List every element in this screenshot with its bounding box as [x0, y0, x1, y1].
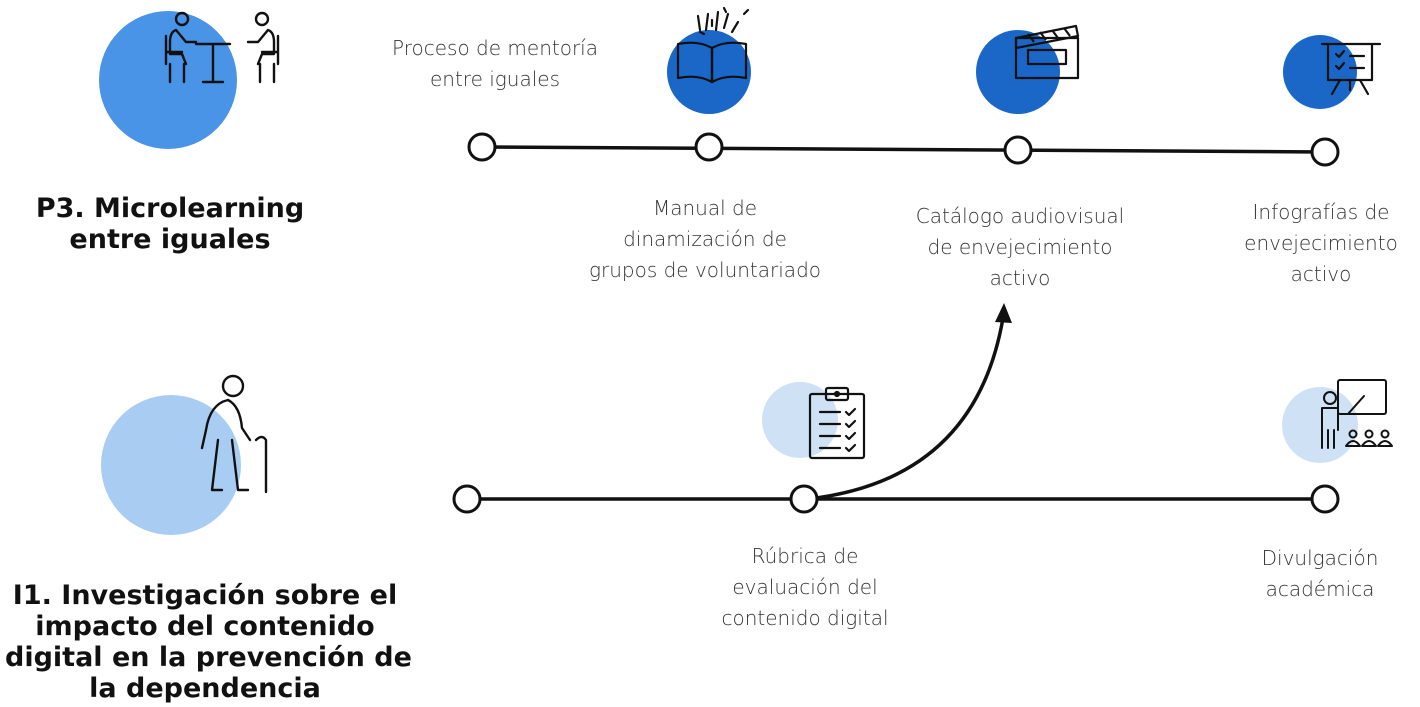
presentation-board-icon	[1320, 42, 1382, 96]
label-line: grupos de voluntariado	[588, 258, 821, 282]
label-line: activo	[989, 266, 1051, 290]
top-node-1	[467, 132, 497, 162]
label-line: Divulgación	[1261, 546, 1379, 570]
peer-mentoring-icon	[164, 11, 280, 84]
label-line: Rúbrica de	[751, 544, 859, 568]
top-m2-icon-circle	[667, 30, 751, 114]
top-node-2	[694, 132, 724, 162]
i1-project-badge	[101, 374, 268, 535]
label-line: de envejecimiento	[927, 235, 1113, 259]
timeline-top	[467, 6, 1382, 167]
label-line: dinamización de	[623, 227, 787, 251]
curved-arrow-head	[995, 303, 1012, 323]
p3-project-badge	[99, 11, 280, 149]
bottom-m3-icon-circle	[1282, 387, 1358, 463]
curved-arrow-path	[807, 317, 1005, 501]
bottom-node-2	[789, 484, 819, 514]
i1-background-circle	[101, 395, 241, 535]
top-node-3	[1003, 135, 1033, 165]
elderly-person-cane-icon	[200, 374, 268, 494]
i1-project-title: I1. Investigación sobre el impacto del c…	[5, 580, 412, 704]
top-milestone-2-label: Manual de dinamización de grupos de volu…	[560, 193, 850, 286]
i1-title-line: la dependencia	[89, 673, 321, 704]
label-line: Infografías de	[1252, 200, 1390, 224]
label-line: entre iguales	[429, 67, 561, 91]
top-milestone-3-label: Catálogo audiovisual de envejecimiento a…	[875, 201, 1165, 294]
label-line: contenido digital	[721, 606, 889, 630]
top-node-4	[1310, 137, 1340, 167]
label-line: académica	[1265, 577, 1375, 601]
label-line: envejecimiento	[1244, 231, 1398, 255]
p3-background-circle	[99, 11, 237, 149]
bottom-milestone-3-label: Divulgación académica	[1220, 543, 1420, 605]
label-line: activo	[1290, 262, 1352, 286]
label-line: evaluación del	[732, 575, 878, 599]
bottom-node-1	[452, 484, 482, 514]
i1-title-line: digital en la prevención de	[5, 642, 412, 673]
label-line: Catálogo audiovisual	[915, 204, 1125, 228]
teacher-audience-icon	[1321, 379, 1393, 449]
i1-title-line: impacto del contenido	[35, 611, 375, 642]
timeline-top-line	[481, 145, 1326, 154]
timeline-bottom	[452, 303, 1393, 514]
bottom-m2-icon-circle	[762, 382, 838, 458]
curved-arrow-connection	[807, 303, 1012, 501]
p3-title-line: entre iguales	[69, 224, 271, 255]
top-milestone-1-label: Proceso de mentoría entre iguales	[350, 33, 640, 95]
p3-project-title: P3. Microlearning entre iguales	[20, 193, 320, 255]
top-milestone-4-label: Infografías de envejecimiento activo	[1226, 197, 1416, 290]
clapperboard-icon	[1014, 24, 1080, 80]
label-line: Proceso de mentoría	[392, 36, 598, 60]
p3-title-line: P3. Microlearning	[35, 193, 305, 224]
label-line: Manual de	[652, 196, 758, 220]
bottom-milestone-2-label: Rúbrica de evaluación del contenido digi…	[680, 541, 930, 634]
clipboard-checklist-icon	[808, 386, 866, 460]
bottom-node-3	[1310, 484, 1340, 514]
i1-title-line: I1. Investigación sobre el	[12, 580, 398, 611]
top-m4-icon-circle	[1283, 35, 1357, 109]
open-book-icon	[676, 6, 750, 84]
